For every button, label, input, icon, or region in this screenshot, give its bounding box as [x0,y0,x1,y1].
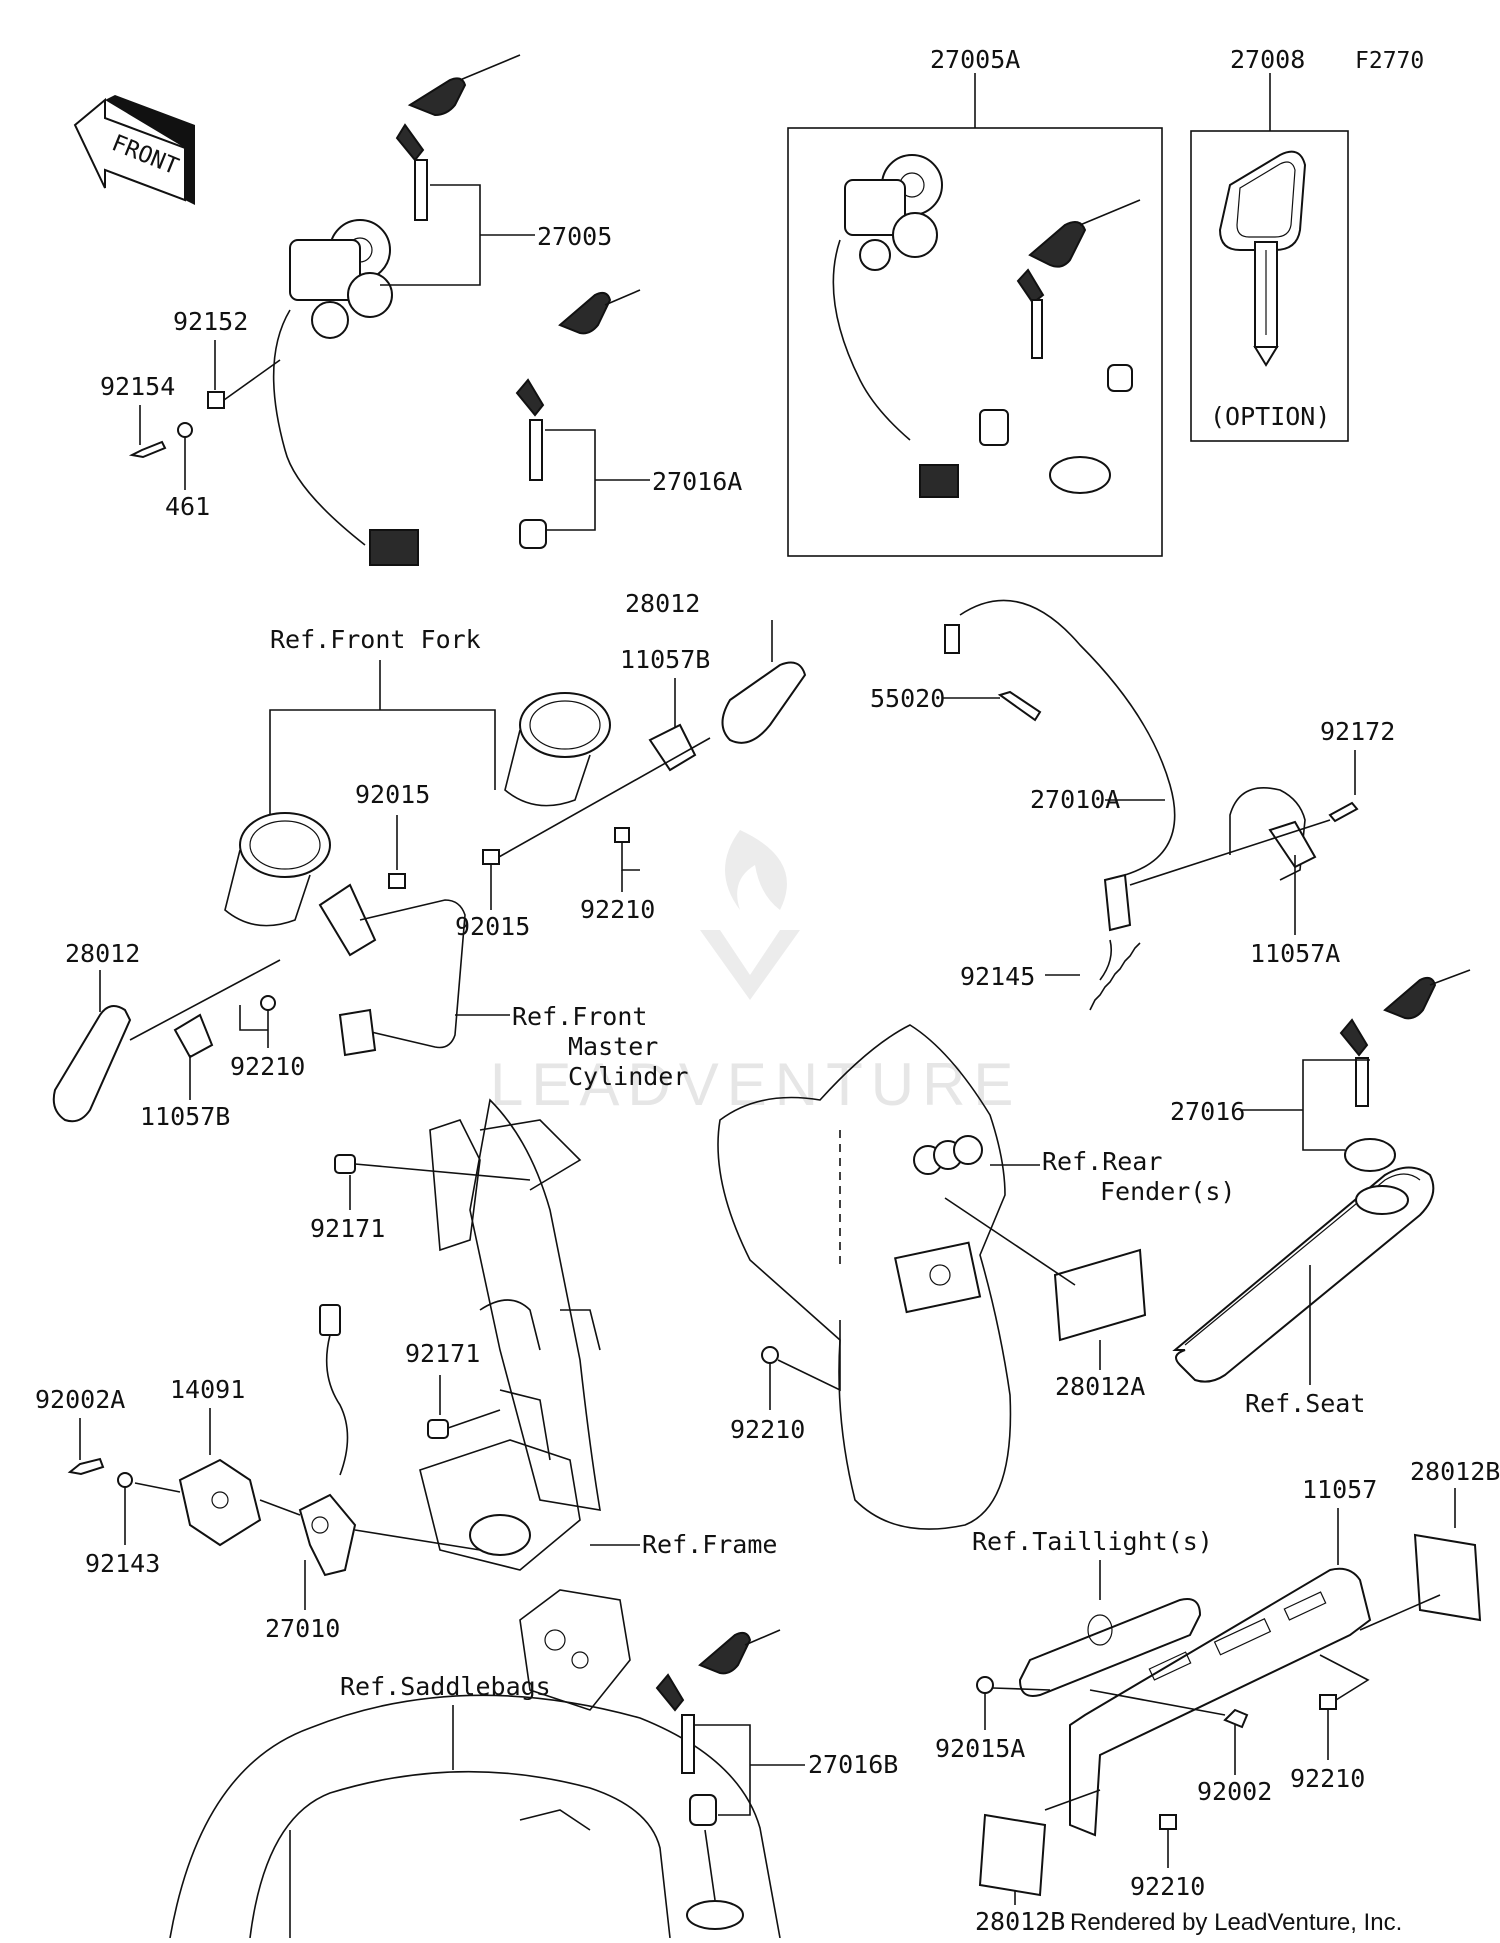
saddlebag-icon [169,1694,781,1939]
label-28012B-top: 28012B [1410,1457,1500,1486]
label-11057B-left: 11057B [140,1102,230,1131]
label-28012-top: 28012 [625,589,700,618]
ref-front-master-line3: Cylinder [568,1062,688,1091]
ref-rear-fender-line2: Fender(s) [1100,1177,1235,1206]
label-27016: 27016 [1170,1097,1245,1126]
label-92015A: 92015A [935,1734,1025,1763]
rendered-by-footer: Rendered by LeadVenture, Inc. [1070,1909,1402,1936]
label-92015-a: 92015 [355,780,430,809]
label-55020: 55020 [870,684,945,713]
watermark-text: LEADVENTURE [490,1051,1021,1118]
reflector-28012A-icon [1053,1248,1147,1342]
label-27008: 27008 [1230,45,1305,74]
master-cylinder-bracket-icon [318,883,466,1057]
sensor-wire-icon [944,599,1176,981]
label-28012A: 28012A [1055,1372,1145,1401]
sensor-cover-icon [178,1458,262,1547]
label-92210-e: 92210 [1130,1872,1205,1901]
label-28012-left: 28012 [65,939,140,968]
label-28012B-bottom: 28012B [975,1907,1065,1936]
seat-plate-icon [1172,1166,1435,1383]
ref-front-fork: Ref.Front Fork [270,625,481,654]
label-92210-c: 92210 [730,1415,805,1444]
label-92210-a: 92210 [580,895,655,924]
reflector-28012B-top-icon [1413,1533,1482,1622]
label-92210-d: 92210 [1290,1764,1365,1793]
label-92210-b: 92210 [230,1052,305,1081]
label-92171-b: 92171 [405,1339,480,1368]
ignition-switch-kit-icon [832,154,1141,498]
label-92145: 92145 [960,962,1035,991]
label-27005A: 27005A [930,45,1020,74]
watermark: LEADVENTURE [490,830,1021,1118]
label-14091: 14091 [170,1375,245,1404]
license-bracket-icon [1018,1567,1372,1837]
key-blank-icon [1218,150,1307,367]
label-92171-a: 92171 [310,1214,385,1243]
label-92015-b: 92015 [455,912,530,941]
label-11057A: 11057A [1250,939,1340,968]
front-arrow-icon: FRONT [73,95,195,205]
figure-code: F2770 [1355,48,1424,74]
label-92172: 92172 [1320,717,1395,746]
label-92152: 92152 [173,307,248,336]
ref-front-master-line2: Master [568,1032,658,1061]
label-27010: 27010 [265,1614,340,1643]
rear-fender-icon [717,1024,1012,1530]
key-set-icon [515,289,641,549]
label-92143: 92143 [85,1549,160,1578]
option-note: (OPTION) [1210,402,1330,431]
label-11057: 11057 [1302,1475,1377,1504]
ref-front-master-line1: Ref.Front [512,1002,647,1031]
ignition-switch-icon [272,54,521,566]
reflector-left-icon [52,1005,132,1123]
label-92002A: 92002A [35,1385,125,1414]
ref-seat: Ref.Seat [1245,1389,1365,1418]
reflector-icon [721,661,807,744]
ref-taillights: Ref.Taillight(s) [972,1527,1213,1556]
key-set-27016B-icon [655,1629,781,1826]
reflector-28012B-bottom-icon [978,1813,1047,1897]
bracket-11057A-icon [1229,786,1317,881]
label-461: 461 [165,492,210,521]
label-27005: 27005 [537,222,612,251]
ref-rear-fender-line1: Ref.Rear [1042,1147,1162,1176]
label-27016A: 27016A [652,467,742,496]
ref-frame: Ref.Frame [642,1530,777,1559]
fork-clamp-icon [224,692,611,927]
sensor-27010-icon [298,1304,357,1577]
label-92002: 92002 [1197,1777,1272,1806]
key-set-27016-icon [1339,969,1471,1172]
label-11057B-top: 11057B [620,645,710,674]
label-27016B: 27016B [808,1750,898,1779]
frame-icon [419,1098,631,1711]
label-92154: 92154 [100,372,175,401]
